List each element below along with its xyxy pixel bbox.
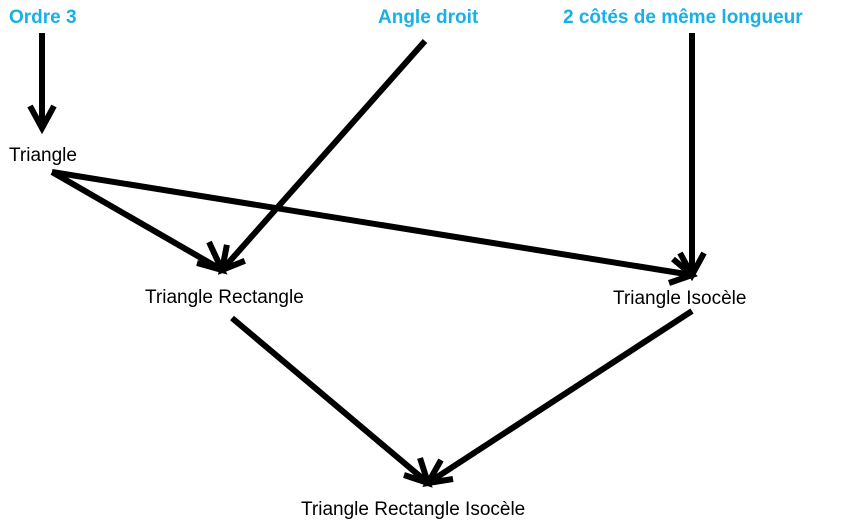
attribute-ordre3: Ordre 3 [9, 7, 77, 28]
arrow-ordre3-to-triangle [27, 33, 57, 135]
arrow-triangle-to-isocele [51, 169, 698, 286]
arrow-triangle-to-rectangle [50, 169, 228, 275]
arrow-cotes-to-isocele [677, 33, 707, 282]
arrow-rectangle-to-rect-isocele [230, 315, 433, 488]
concept-triangle: Triangle [9, 145, 77, 166]
concept-triangle-rectangle-isocele: Triangle Rectangle Isocèle [301, 499, 526, 520]
concept-triangle-rectangle: Triangle Rectangle [145, 287, 304, 308]
arrow-isocele-to-rect-isocele [422, 308, 694, 487]
arrow-angle-droit-to-rectangle [218, 39, 428, 275]
concept-triangle-isocele: Triangle Isocèle [613, 288, 747, 309]
attribute-angle-droit: Angle droit [378, 7, 479, 28]
attribute-cotes-egaux: 2 côtés de même longueur [563, 7, 803, 28]
